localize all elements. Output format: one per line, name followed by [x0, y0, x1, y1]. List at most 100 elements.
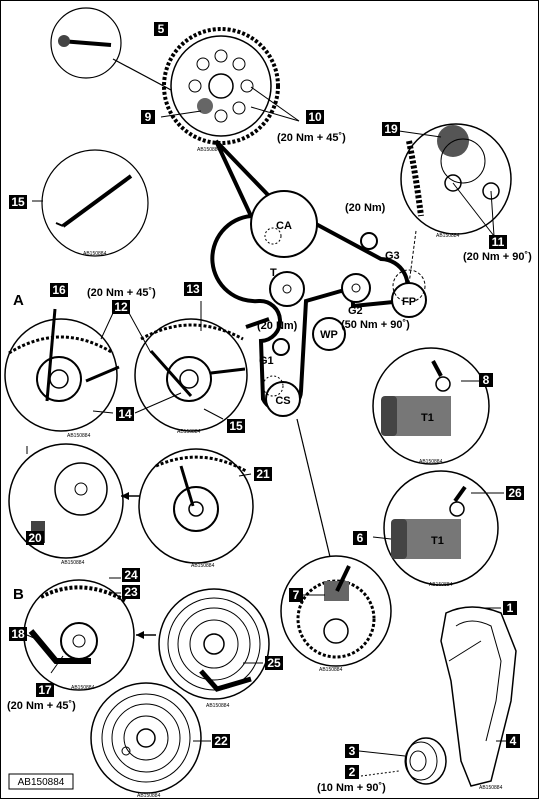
torque-11: (20 Nm + 90˚): [463, 251, 532, 263]
tensioner-pulley-t: T: [269, 267, 305, 307]
leader-15-a: [203, 408, 224, 420]
code-8: AB150884: [419, 459, 443, 465]
idler-g3: G3 (20 Nm): [345, 202, 400, 262]
leader-cs: [296, 418, 332, 562]
callout-3: 3: [349, 744, 356, 758]
fuel-pump-pulley: FP: [391, 269, 427, 318]
callout-19: 19: [384, 122, 398, 136]
tensioner-detail-20: AB150884: [8, 443, 124, 566]
callout-18: 18: [11, 627, 25, 641]
label-fp: FP: [402, 296, 416, 308]
label-cs: CS: [275, 395, 290, 407]
callout-9: 9: [145, 110, 152, 124]
idler-g1: G1 (20 Nm): [257, 320, 298, 367]
code-20: AB150884: [61, 560, 85, 566]
torque-g2: (50 Nm + 90˚): [341, 319, 410, 331]
torque-g3: (20 Nm): [345, 202, 386, 214]
callout-21: 21: [256, 467, 270, 481]
leader-10b: [250, 86, 300, 122]
leader-19: [398, 130, 442, 138]
callout-15-a: 15: [229, 419, 243, 433]
callout-6: 6: [357, 531, 364, 545]
label-wp: WP: [320, 329, 338, 341]
torque-17: (20 Nm + 45˚): [7, 700, 76, 712]
leader-14b: [134, 392, 182, 414]
callout-22: 22: [214, 734, 228, 748]
leader-12a: [100, 312, 114, 340]
leader-6: [372, 536, 392, 540]
camshaft-pulley: CA: [250, 190, 318, 258]
section-b-label: B: [13, 586, 24, 603]
leader-17: [50, 655, 64, 674]
label-g3: G3: [385, 250, 400, 262]
crank-sprocket-detail-7: AB150884: [280, 555, 392, 673]
leader-3: [358, 750, 406, 757]
torque-a-top: (20 Nm + 45˚): [87, 287, 156, 299]
leader-12b: [128, 312, 152, 354]
callout-1: 1: [507, 601, 514, 615]
code-15-top: AB150884: [83, 251, 107, 257]
locking-pin-detail: [50, 7, 202, 107]
tool-detail-15: AB150884: [41, 149, 149, 257]
camshaft-sprocket-5: AB150884: [162, 27, 280, 153]
label-g2: G2: [348, 305, 363, 317]
belt-link-13: [245, 317, 270, 329]
water-pump-pulley: WP: [312, 317, 346, 351]
callout-13: 13: [186, 282, 200, 296]
leader-18: [26, 634, 42, 642]
leader-2: [360, 770, 400, 777]
code-7: AB150884: [319, 667, 343, 673]
callout-16: 16: [52, 283, 66, 297]
label-t1-8: T1: [421, 412, 434, 424]
leader-11b: [490, 190, 495, 237]
label-t: T: [270, 267, 277, 279]
callout-4: 4: [510, 734, 517, 748]
sprocket-mark-detail-8: T1 AB150884: [372, 347, 490, 465]
crank-pulley-detail-22: AB150884: [90, 682, 202, 799]
torque-2: (10 Nm + 90˚): [317, 782, 386, 794]
leader-11a: [452, 182, 495, 237]
callout-11: 11: [492, 235, 505, 249]
tensioner-detail-a2: AB150884: [134, 318, 248, 435]
callout-10: 10: [308, 110, 322, 124]
section-a-label: A: [13, 292, 24, 309]
leader-9: [160, 110, 202, 118]
label-t1-26: T1: [431, 535, 444, 547]
callout-24: 24: [124, 568, 138, 582]
timing-cover: AB150884: [440, 606, 517, 791]
idler-g2: G2 (50 Nm + 90˚): [341, 273, 410, 331]
code-22: AB150884: [137, 793, 161, 799]
callout-17: 17: [38, 683, 52, 697]
code-1: AB150884: [479, 785, 503, 791]
callout-7: 7: [293, 588, 300, 602]
code-26: AB150884: [429, 582, 453, 588]
leader-21: [238, 473, 252, 477]
crank-pulley-part: [404, 737, 447, 785]
figure-id: AB150884: [18, 777, 65, 788]
torque-g1: (20 Nm): [257, 320, 298, 332]
torque-10: (20 Nm + 45˚): [277, 132, 346, 144]
fuel-pump-detail: AB150884: [400, 123, 512, 239]
callout-25: 25: [267, 656, 281, 670]
callout-8: 8: [483, 373, 490, 387]
code-21: AB150884: [191, 563, 215, 569]
leader-10a: [250, 106, 300, 122]
sprocket-mark-detail-26: T1 AB150884: [383, 470, 499, 588]
callout-14: 14: [118, 407, 132, 421]
code-a1: AB150884: [67, 433, 91, 439]
code-b2: AB150884: [206, 703, 230, 709]
code-a2: AB150884: [177, 429, 201, 435]
callouts: 5 9 10 19 11 15 16 12 13 14 15 8 21 26 2…: [9, 22, 524, 779]
code-5: AB150884: [197, 147, 221, 153]
callout-20: 20: [28, 531, 42, 545]
tensioner-detail-21: AB150884: [138, 448, 254, 569]
code-19: AB150884: [436, 233, 460, 239]
callout-2: 2: [349, 765, 356, 779]
leader-14a: [92, 410, 114, 414]
crank-detail-b2: AB150884: [158, 588, 270, 709]
callout-12: 12: [114, 300, 128, 314]
callout-26: 26: [508, 486, 522, 500]
code-b1: AB150884: [71, 685, 95, 691]
crankshaft-pulley: CS: [262, 375, 301, 417]
